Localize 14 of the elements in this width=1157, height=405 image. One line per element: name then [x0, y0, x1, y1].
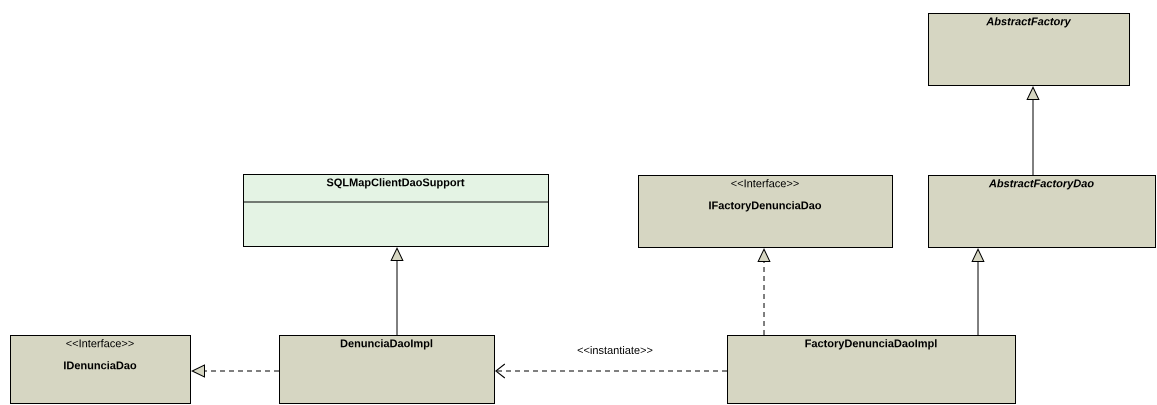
class-box: <<Interface>> IFactoryDenunciaDao: [638, 175, 893, 248]
class-box: AbstractFactoryDao: [928, 175, 1156, 248]
arrow: [757, 248, 771, 336]
arrow: [390, 247, 404, 336]
edge-label: <<instantiate>>: [576, 344, 654, 356]
class-box: FactoryDenunciaDaoImpl: [727, 335, 1016, 404]
class-box: AbstractFactory: [928, 13, 1130, 86]
arrow: [1026, 86, 1040, 176]
class-box: <<Interface>> IDenunciaDao: [10, 335, 191, 404]
class-box: SQLMapClientDaoSupport: [242, 174, 549, 247]
arrow: [191, 364, 280, 378]
arrow: [495, 363, 728, 379]
arrow: [971, 248, 985, 336]
class-box: DenunciaDaoImpl: [279, 335, 495, 404]
